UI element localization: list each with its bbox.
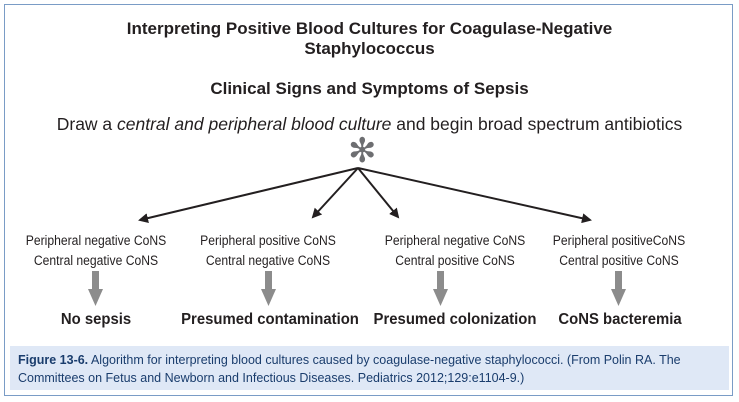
down-arrow-3 — [433, 271, 448, 306]
caption-text: Algorithm for interpreting blood culture… — [18, 353, 681, 385]
branch-condition-4: Peripheral positiveCoNS Central positive… — [543, 231, 696, 271]
central-result: Central negative CoNS — [33, 253, 159, 268]
down-arrow-4 — [611, 271, 626, 306]
down-arrow-2 — [261, 271, 276, 306]
asterisk-icon: ✻ — [348, 132, 377, 170]
figure-frame — [4, 4, 733, 396]
down-arrow-1 — [88, 271, 103, 306]
peripheral-result: Peripheral negative CoNS — [25, 233, 167, 248]
instruction-after: and begin broad spectrum antibiotics — [391, 114, 683, 134]
outcome-no-sepsis: No sepsis — [60, 311, 132, 328]
subtitle: Clinical Signs and Symptoms of Sepsis — [210, 79, 529, 98]
branch-arrow-4 — [357, 167, 592, 224]
outcome-presumed-colonization: Presumed colonization — [373, 311, 537, 328]
figure-title: Interpreting Positive Blood Cultures for… — [126, 19, 613, 58]
outcome-cons-bacteremia: CoNS bacteremia — [558, 311, 682, 328]
branch-condition-1: Peripheral negative CoNS Central negativ… — [20, 231, 173, 271]
figure-caption: Figure 13-6. Algorithm for interpreting … — [10, 346, 729, 390]
instruction-text: Draw a central and peripheral blood cult… — [0, 114, 739, 135]
outcome-presumed-contamination: Presumed contamination — [181, 311, 359, 328]
peripheral-result: Peripheral negative CoNS — [384, 233, 526, 248]
central-result: Central positive CoNS — [559, 253, 679, 268]
peripheral-result: Peripheral positiveCoNS — [552, 233, 686, 248]
branch-condition-2: Peripheral positive CoNS Central negativ… — [192, 231, 345, 271]
caption-label: Figure 13-6. — [18, 353, 89, 367]
peripheral-result: Peripheral positive CoNS — [200, 233, 336, 248]
branch-arrow-3 — [357, 167, 400, 219]
branch-arrow-1 — [138, 167, 359, 224]
central-result: Central negative CoNS — [205, 253, 331, 268]
central-result: Central positive CoNS — [395, 253, 515, 268]
instruction-emphasis: central and peripheral blood culture — [117, 114, 392, 134]
branch-condition-3: Peripheral negative CoNS Central positiv… — [379, 231, 532, 271]
branch-arrow-2 — [311, 167, 359, 219]
instruction-before: Draw a — [56, 114, 118, 134]
